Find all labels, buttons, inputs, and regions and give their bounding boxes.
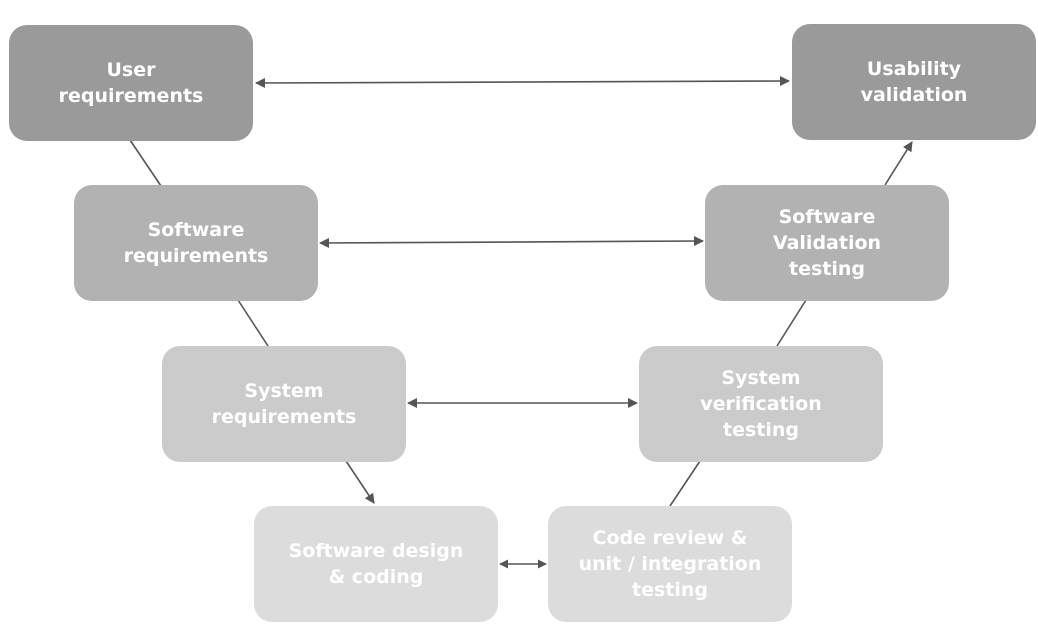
node-system-requirements-label: System requirements [211,380,357,428]
arrow-software-req-software-validation [319,236,704,248]
node-user-requirements-label: User requirements [58,59,204,107]
node-software-requirements-label: Software requirements [123,219,269,267]
node-usability-validation-label: Usability validation [860,58,968,106]
node-usability-validation: Usability validation [792,24,1036,140]
connector-code-review-to-system-verification [669,460,701,507]
node-software-design: Software design & coding [254,506,498,622]
arrow-user-req-usability [255,76,790,88]
node-user-requirements: User requirements [9,25,253,141]
node-system-requirements: System requirements [162,346,406,462]
node-code-review-label: Code review & unit / integration testing [578,527,762,601]
node-software-validation-label: Software Validation testing [772,206,882,280]
arrow-software-validation-to-usability [884,141,913,186]
node-code-review: Code review & unit / integration testing [548,506,792,622]
node-software-design-label: Software design & coding [288,540,464,588]
connector-software-to-system-req [237,299,269,347]
connector-user-to-software-req [129,139,162,187]
node-system-verification: System verification testing [639,346,883,462]
node-system-verification-label: System verification testing [700,367,822,441]
connector-system-verification-to-software-validation [776,299,807,347]
node-software-validation: Software Validation testing [705,185,949,301]
node-software-requirements: Software requirements [74,185,318,301]
arrow-system-req-to-design [345,460,375,504]
